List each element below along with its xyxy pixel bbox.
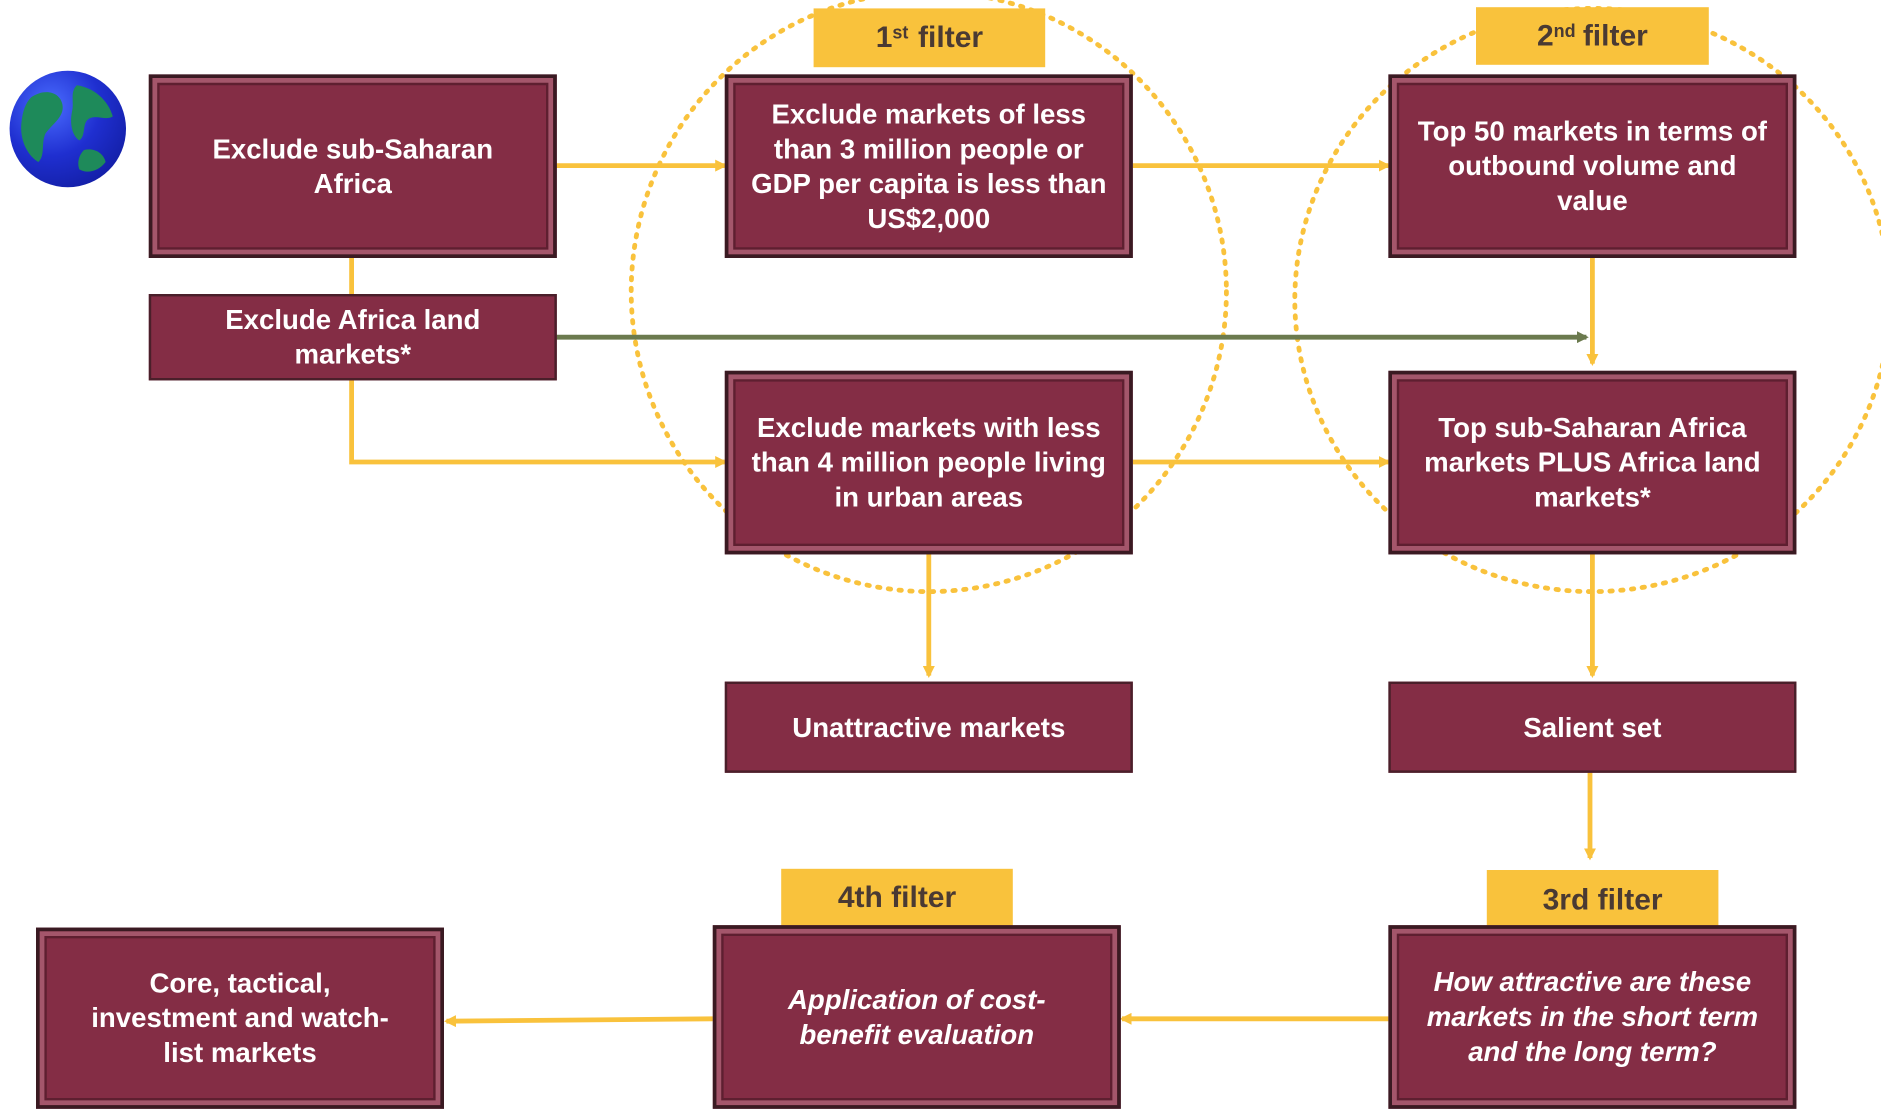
- core-tactical-box: Core, tactical, investment and watch-lis…: [36, 927, 445, 1109]
- exclude-ssa-label: Exclude sub-Saharan Africa: [212, 132, 494, 199]
- core-tactical-label: Core, tactical, investment and watch-lis…: [91, 967, 389, 1068]
- globe-icon: [9, 70, 127, 188]
- first-filter-ordinal: st: [892, 22, 909, 44]
- unattractive-label: Unattractive markets: [792, 711, 1066, 743]
- how-attractive-box: How attractive are these markets in the …: [1388, 925, 1797, 1109]
- exclude-africa-land-box: Exclude Africa land markets*: [148, 294, 557, 381]
- top-ssa-box: Top sub-Saharan Africa markets PLUS Afri…: [1388, 370, 1797, 555]
- cost-benefit-label: Application of cost-benefit evaluation: [787, 983, 1046, 1050]
- exclude-africa-land-label: Exclude Africa land markets*: [225, 303, 481, 370]
- arrow-cost-benefit-to-core: [444, 1015, 713, 1028]
- salient-set-label: Salient set: [1523, 711, 1662, 743]
- top-50-box: Top 50 markets in terms of outbound volu…: [1388, 74, 1797, 259]
- cost-benefit-box: Application of cost-benefit evaluation: [712, 925, 1121, 1109]
- arrow-africa-land-to-urban: [349, 379, 728, 469]
- first-filter-number: 1: [875, 20, 893, 55]
- exclude-urban-box: Exclude markets with less than 4 million…: [724, 370, 1133, 555]
- second-filter-number: 2: [1536, 18, 1554, 53]
- exclude-small-markets-box: Exclude markets of less than 3 million p…: [724, 74, 1133, 259]
- salient-set-box: Salient set: [1388, 681, 1797, 773]
- top-ssa-label: Top sub-Saharan Africa markets PLUS Afri…: [1424, 411, 1761, 513]
- first-filter-word: filter: [918, 20, 984, 55]
- second-filter-ordinal: nd: [1553, 21, 1576, 42]
- fourth-filter-label: 4th filter: [837, 880, 957, 915]
- how-attractive-label: How attractive are these markets in the …: [1426, 966, 1759, 1067]
- third-filter-tag: 3rd filter: [1486, 870, 1719, 931]
- fourth-filter-tag: 4th filter: [781, 868, 1013, 928]
- top-50-label: Top 50 markets in terms of outbound volu…: [1417, 115, 1768, 217]
- second-filter-word: filter: [1582, 18, 1648, 53]
- third-filter-label: 3rd filter: [1542, 882, 1663, 917]
- exclude-small-markets-label: Exclude markets of less than 3 million p…: [751, 97, 1107, 234]
- exclude-ssa-box: Exclude sub-Saharan Africa: [148, 74, 557, 259]
- exclude-urban-label: Exclude markets with less than 4 million…: [751, 411, 1106, 513]
- unattractive-box: Unattractive markets: [724, 681, 1133, 773]
